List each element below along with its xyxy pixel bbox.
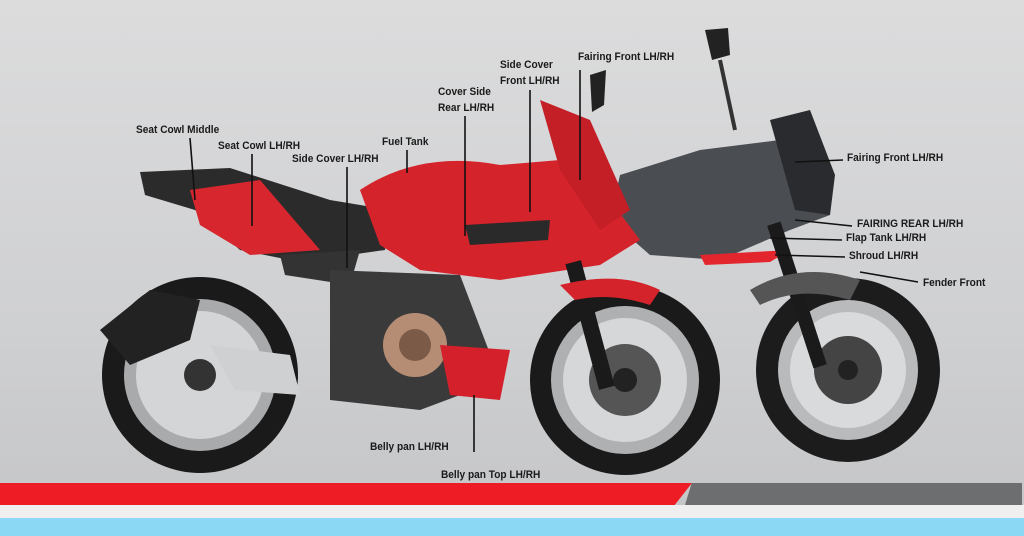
- label-belly-pan: Belly pan LH/RH: [370, 441, 449, 453]
- label-fender-front: Fender Front: [923, 277, 986, 289]
- red-footer-band: [0, 483, 692, 505]
- dark-motorcycle: [610, 28, 940, 462]
- label-fuel-tank: Fuel Tank: [382, 136, 429, 148]
- label-fairing-front-right: Fairing Front LH/RH: [847, 152, 944, 164]
- leader-lines: [189, 70, 919, 452]
- gray-footer-band: [685, 483, 1022, 505]
- blue-footer-band: [0, 518, 1024, 536]
- label-fairing-front-top: Fairing Front LH/RH: [578, 51, 675, 63]
- label-belly-pan-top: Belly pan Top LH/RH: [441, 469, 541, 481]
- label-shroud: Shroud LH/RH: [849, 250, 919, 262]
- label-fairing-rear: FAIRING REAR LH/RH: [857, 218, 964, 230]
- red-motorcycle: [100, 70, 720, 475]
- label-seat-cowl-middle: Seat Cowl Middle: [136, 124, 220, 136]
- label-seat-cowl: Seat Cowl LH/RH: [218, 140, 301, 152]
- label-side-cover: Side Cover LH/RH: [292, 153, 379, 165]
- label-flap-tank: Flap Tank LH/RH: [846, 232, 927, 244]
- label-side-cover-front: Side Cover Front LH/RH: [500, 59, 560, 87]
- label-cover-side-rear: Cover Side Rear LH/RH: [438, 86, 495, 114]
- white-footer-band: [0, 505, 1024, 518]
